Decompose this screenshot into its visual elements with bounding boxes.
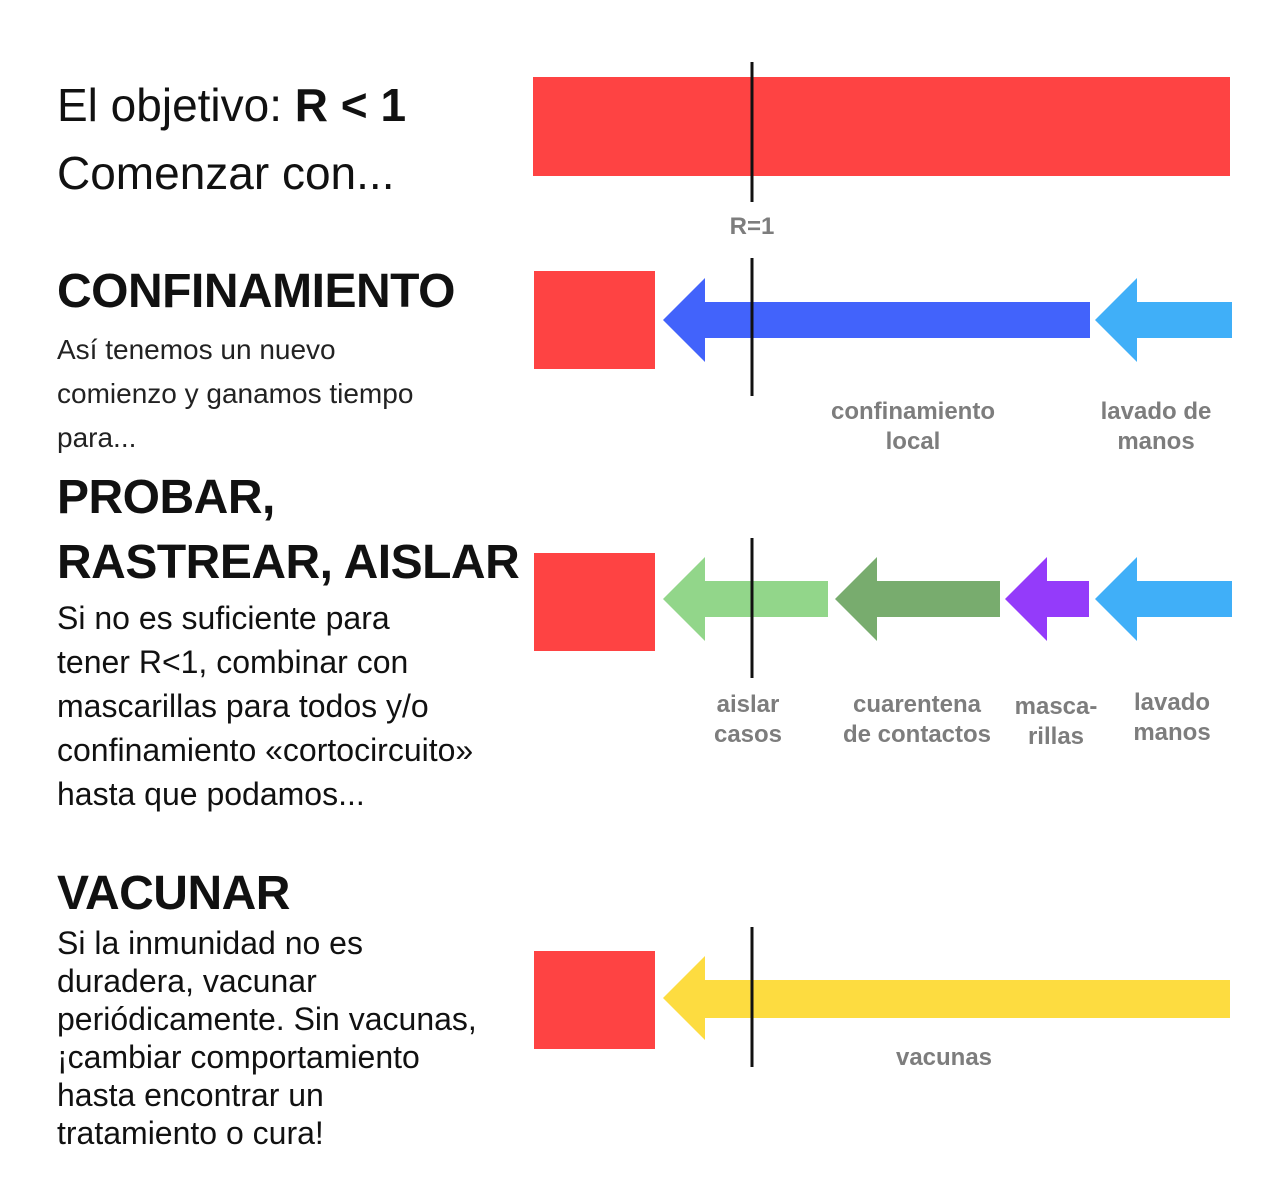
label-line: lavado xyxy=(1133,689,1211,716)
label-line: de contactos xyxy=(842,721,992,748)
body-line: ¡cambiar comportamiento xyxy=(57,1039,420,1075)
label-line: manos xyxy=(1117,428,1195,455)
arrow-lavado-de-manos xyxy=(1095,278,1232,362)
arrow-cuarentena-de-contactos xyxy=(835,557,1000,641)
body-line: tener R<1, combinar con xyxy=(57,644,409,680)
goal-line-1: El objetivo: R < 1 xyxy=(57,75,406,135)
label-line: manos xyxy=(1133,719,1211,746)
section-body-confinamiento: Así tenemos un nuevo comienzo y ganamos … xyxy=(57,328,413,460)
label-line: cuarentena xyxy=(852,691,982,718)
label-line: local xyxy=(885,428,941,455)
goal-prefix: El objetivo: xyxy=(57,79,295,131)
section-title-confinamiento: CONFINAMIENTO xyxy=(57,265,455,318)
section-title-probar-1: PROBAR, xyxy=(57,471,275,524)
arrow-lavado-manos xyxy=(1095,557,1232,641)
goal-line-2: Comenzar con... xyxy=(57,147,395,199)
label-line: masca- xyxy=(1014,693,1098,720)
label-aislar-casos: aislar casos xyxy=(688,690,808,750)
body-line: Si la inmunidad no es xyxy=(57,925,363,961)
body-line: Así tenemos un nuevo xyxy=(57,334,336,365)
label-vacunas: vacunas xyxy=(874,1043,1014,1073)
label-lavado-manos: lavado manos xyxy=(1112,688,1232,748)
label-line: confinamiento xyxy=(830,398,995,425)
body-line: tratamiento o cura! xyxy=(57,1115,324,1151)
transmission-bar-start xyxy=(533,77,1230,176)
label-cuarentena-de-contactos: cuarentena de contactos xyxy=(822,690,1012,750)
label-line: aislar xyxy=(716,691,780,718)
body-line: hasta que podamos... xyxy=(57,776,365,812)
body-line: periódicamente. Sin vacunas, xyxy=(57,1001,477,1037)
body-line: Si no es suficiente para xyxy=(57,600,390,636)
label-line: casos xyxy=(713,721,783,748)
label-lavado-de-manos: lavado de manos xyxy=(1076,397,1236,457)
goal-bold: R < 1 xyxy=(294,79,407,131)
body-line: mascarillas para todos y/o xyxy=(57,688,429,724)
transmission-bar-confinamiento xyxy=(534,271,655,369)
transmission-bar-vacunar xyxy=(534,951,655,1049)
arrow-confinamiento-local xyxy=(663,278,1090,362)
body-line: comienzo y ganamos tiempo xyxy=(57,378,414,409)
label-line: vacunas xyxy=(895,1044,993,1071)
label-confinamiento-local: confinamiento local xyxy=(803,397,1023,457)
section-title-probar-2: RASTREAR, AISLAR xyxy=(57,536,520,589)
section-body-vacunar: Si la inmunidad no es duradera, vacunar … xyxy=(57,924,477,1152)
r1-label: R=1 xyxy=(729,213,775,240)
section-body-probar: Si no es suficiente para tener R<1, comb… xyxy=(57,596,473,816)
body-line: confinamiento «cortocircuito» xyxy=(57,732,474,768)
label-line: rillas xyxy=(1027,723,1085,750)
section-title-vacunar: VACUNAR xyxy=(57,867,290,920)
transmission-bar-probar xyxy=(534,553,655,651)
body-line: hasta encontrar un xyxy=(57,1077,324,1113)
body-line: duradera, vacunar xyxy=(57,963,317,999)
label-line: lavado de xyxy=(1100,398,1212,425)
arrow-mascarillas xyxy=(1005,557,1089,641)
label-mascarillas: masca- rillas xyxy=(1006,692,1106,752)
arrow-vacunas xyxy=(663,956,1230,1040)
arrow-aislar-casos xyxy=(663,557,828,641)
body-line: para... xyxy=(57,422,137,453)
